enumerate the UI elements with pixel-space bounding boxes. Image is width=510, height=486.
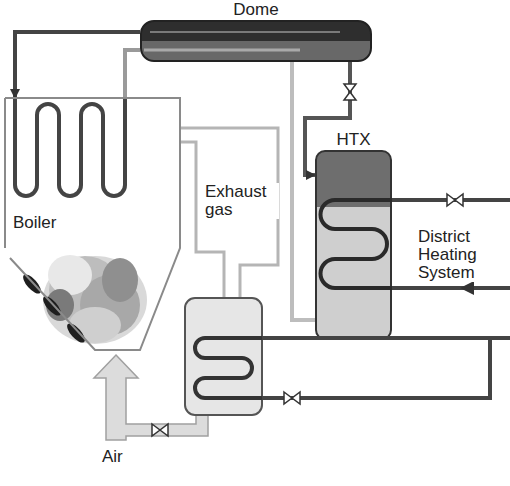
drum-body — [140, 20, 372, 62]
valve — [284, 392, 300, 404]
pipe-connector — [292, 62, 315, 320]
district-return-pipe — [392, 286, 510, 290]
node-label: Boiler — [13, 213, 56, 233]
flame-part — [43, 256, 147, 344]
boiler-furnace: Boiler — [5, 98, 180, 350]
grate-fuel — [20, 272, 87, 346]
steam-drum: Dome — [140, 0, 372, 62]
pipe-connector — [15, 32, 140, 98]
exchanger-shell — [315, 150, 392, 340]
valve — [152, 424, 168, 436]
valve — [344, 84, 356, 100]
district-heating-label: District Heating System — [416, 228, 504, 282]
preheater-pipe — [262, 338, 490, 398]
air-preheater — [185, 298, 262, 415]
exhaust-duct — [180, 128, 278, 298]
fuel-lump — [40, 294, 63, 319]
district-supply-pipe — [392, 198, 510, 202]
flame-part — [102, 258, 138, 302]
flame — [43, 255, 147, 344]
air-inlet-arrow — [94, 355, 208, 440]
fuel-lump — [20, 272, 43, 297]
node-label: HTX — [337, 130, 371, 150]
boiler-wall — [5, 98, 180, 350]
valve — [447, 194, 463, 206]
heat-exchanger: HTX — [315, 130, 392, 340]
preheater-coil — [195, 338, 262, 398]
preheater-pipe — [262, 336, 510, 340]
dome-inner-pipe — [144, 49, 300, 52]
exhaust-duct — [180, 142, 224, 298]
dome-inner-pipe — [150, 31, 340, 33]
air-label: Air — [100, 448, 125, 466]
node-label: Dome — [233, 0, 278, 20]
exhaust-label: Exhaust gas — [203, 183, 279, 219]
boiler-coil — [15, 98, 125, 196]
htx-coil — [321, 200, 393, 288]
fuel-lump — [64, 321, 87, 346]
flow-arrow — [460, 281, 474, 295]
flame-part — [48, 255, 92, 295]
pipe-connector — [125, 50, 140, 98]
